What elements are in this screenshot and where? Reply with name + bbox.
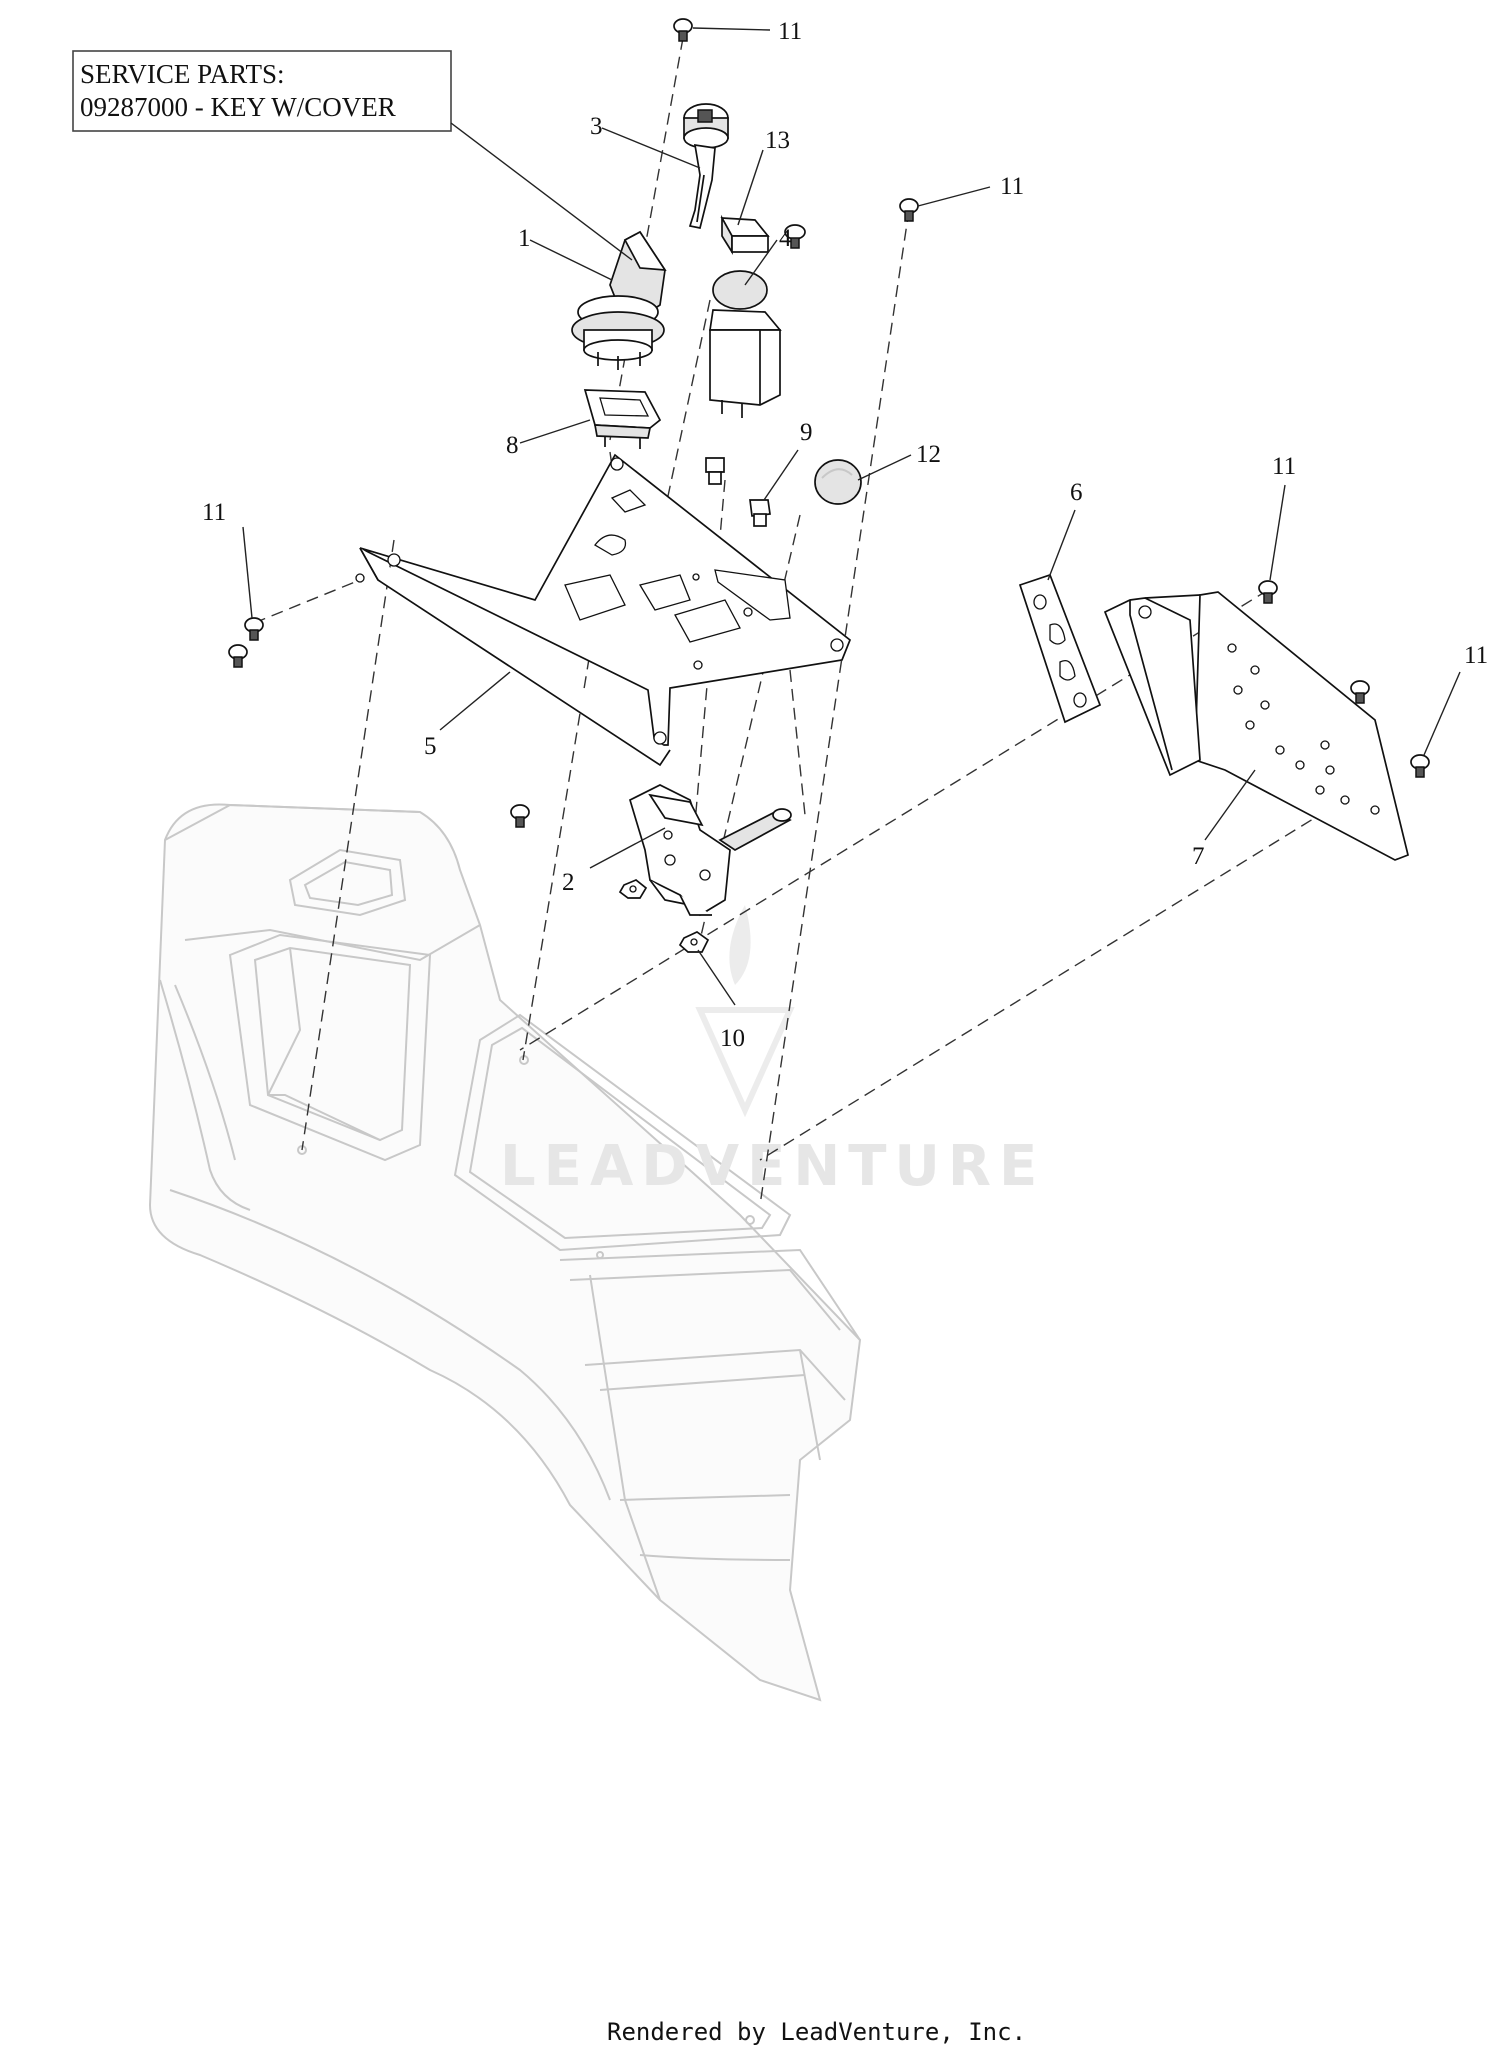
callout-1: 1 [518,225,531,252]
callout-8: 8 [506,432,519,459]
part-2-mechanism [628,784,792,917]
screw-right-bracket-3 [1410,754,1430,778]
service-parts-line: 09287000 - KEY W/COVER [80,92,396,122]
part-10-nut [678,931,710,953]
callout-6: 6 [1070,479,1083,506]
part-9-screw [749,499,771,527]
screw-right-bracket-1 [1258,580,1278,604]
callout-numbers: 11 3 13 11 1 4 8 9 12 6 11 11 11 5 7 2 1… [202,18,1488,1052]
screw-left-1 [244,617,264,641]
callout-10: 10 [720,1025,745,1052]
nut-near-2 [618,879,648,899]
callout-11: 11 [202,499,226,526]
part-12-knob [814,459,862,505]
console-hood [148,803,862,1702]
callout-2: 2 [562,869,575,896]
screw-right-upper [899,198,919,222]
screw-under-4 [705,457,725,485]
leadventure-watermark: LEADVENTURE [500,905,1045,1199]
part-4-pto-switch [709,270,782,418]
screw-near-13 [784,224,806,249]
part-5-switch-plate [355,453,852,767]
callout-11: 11 [1272,453,1296,480]
callout-12: 12 [916,441,941,468]
part-7-bracket [1103,591,1410,861]
screws-part-11 [228,18,1430,828]
callout-3: 3 [590,113,603,140]
service-parts-box: SERVICE PARTS: 09287000 - KEY W/COVER [72,50,452,132]
callout-13: 13 [765,127,790,154]
service-parts-heading: SERVICE PARTS: [80,59,285,89]
callout-9: 9 [800,419,813,446]
part-13-plug [720,214,770,255]
callout-11: 11 [778,18,802,45]
callout-11: 11 [1464,642,1488,669]
screw-left-2 [228,644,248,668]
callout-5: 5 [424,733,437,760]
footer-credit: Rendered by LeadVenture, Inc. [607,2018,1026,2046]
part-3-key-cover [683,103,729,229]
part-1-key-switch [571,230,667,370]
leader-lines [242,27,1461,1006]
screw-center [510,804,530,828]
watermark-text: LEADVENTURE [500,1134,1045,1199]
part-8-rocker-switch [583,389,662,449]
callout-4: 4 [779,225,792,252]
callout-11: 11 [1000,173,1024,200]
screw-right-bracket-2 [1350,680,1370,704]
callout-7: 7 [1192,843,1205,870]
screw-top [673,18,693,42]
part-6-bracket [1018,573,1102,724]
